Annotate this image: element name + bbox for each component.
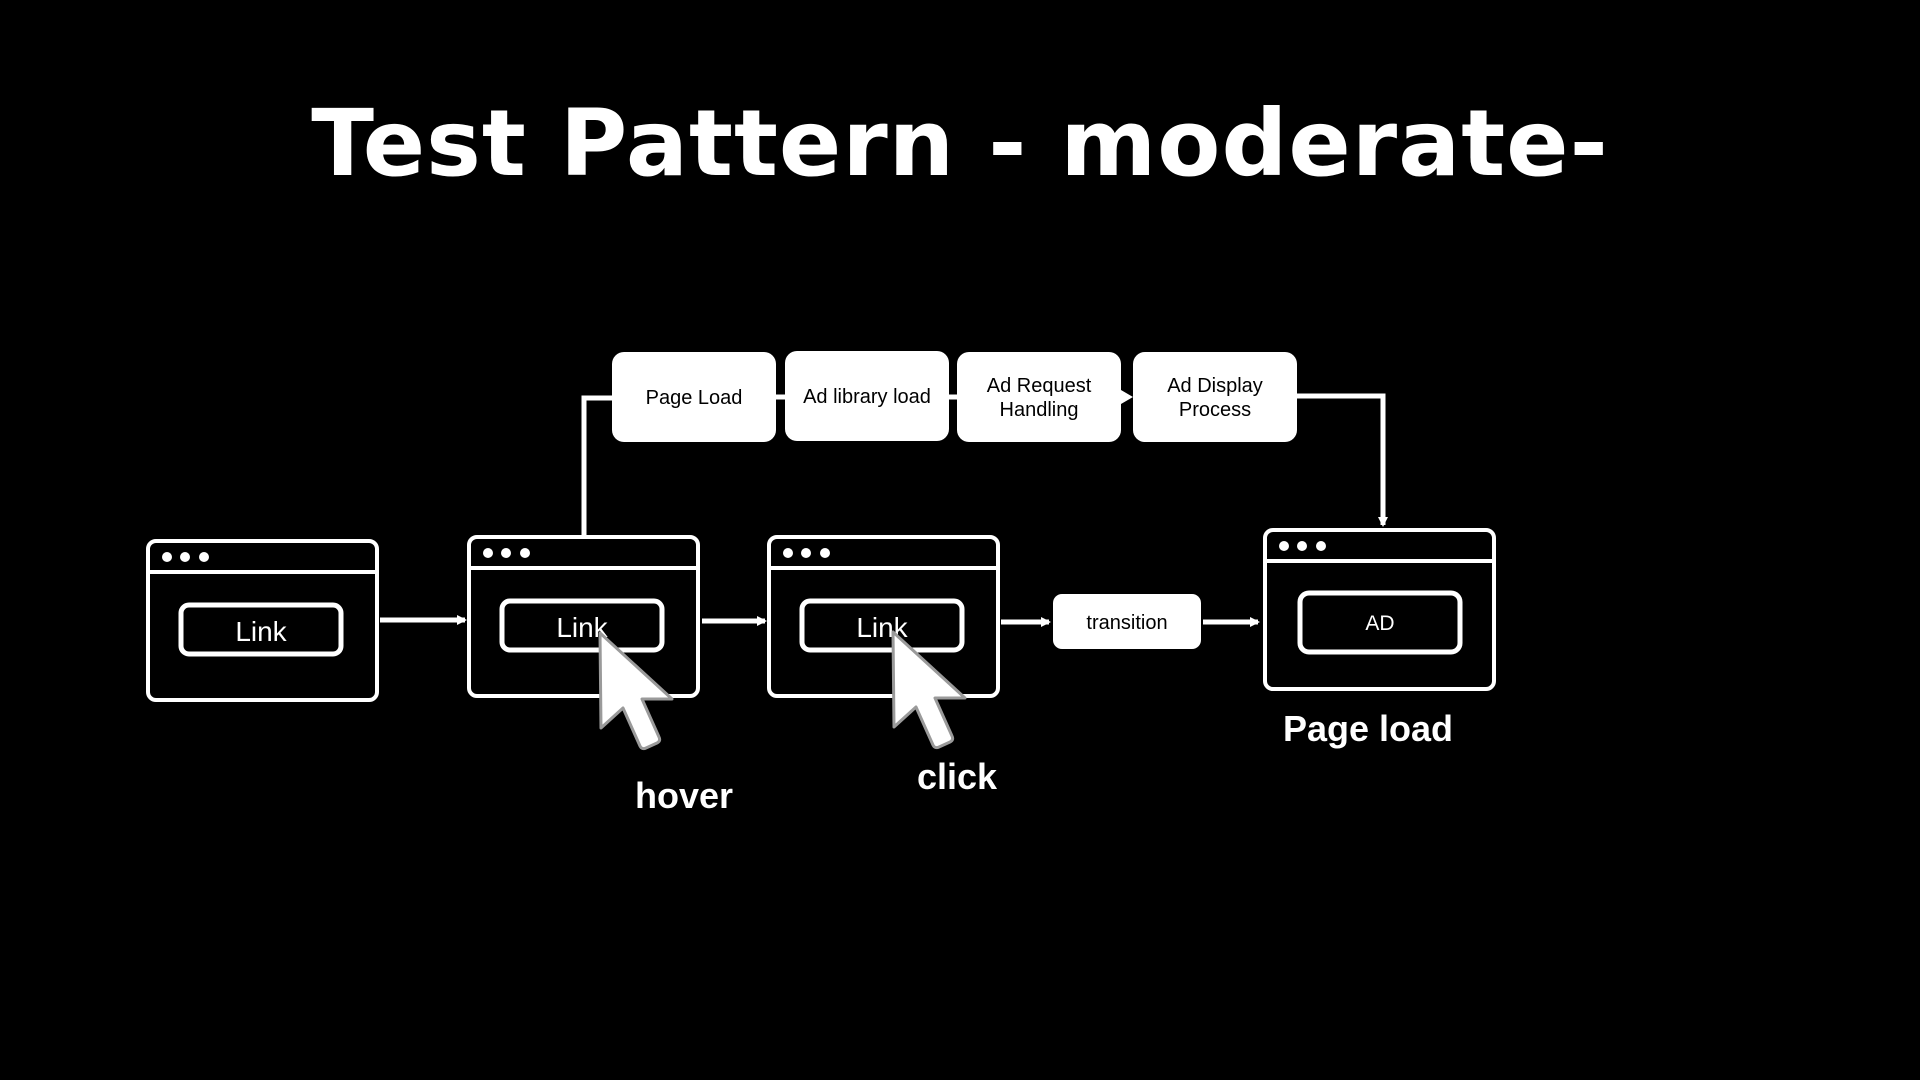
- process-step-label: Ad Request: [987, 375, 1092, 397]
- link-button: [499, 598, 665, 653]
- window-dot-icon: [801, 548, 811, 558]
- transition-label: transition: [1086, 612, 1167, 634]
- window-dot-icon: [1316, 541, 1326, 551]
- browser-window-4: AD: [1263, 528, 1496, 691]
- process-step-ad-library-load: Ad library load: [785, 351, 949, 441]
- branch-connector: [581, 395, 612, 536]
- process-step-label: Handling: [1000, 399, 1079, 421]
- browser-window-icon: [1263, 528, 1496, 691]
- click-caption: click: [917, 756, 998, 797]
- process-step-page-load: Page Load: [612, 352, 776, 442]
- window-dot-icon: [162, 552, 172, 562]
- browser-window-icon: [467, 535, 700, 698]
- browser-window-2: Link: [467, 535, 700, 698]
- mouse-pointer-icon: [598, 631, 674, 751]
- window-dot-icon: [501, 548, 511, 558]
- process-step-ad-request-handling: Ad Request Handling: [957, 352, 1121, 442]
- process-step-label: Process: [1179, 399, 1251, 421]
- link-button-label: Link: [235, 616, 287, 647]
- window-dot-icon: [483, 548, 493, 558]
- window-dot-icon: [783, 548, 793, 558]
- process-step-label: Ad library load: [803, 386, 931, 408]
- window-dot-icon: [820, 548, 830, 558]
- link-button: [178, 602, 344, 657]
- window-dot-icon: [1297, 541, 1307, 551]
- browser-window-icon: [767, 535, 1000, 698]
- process-step-label: Page Load: [646, 387, 743, 409]
- ad-slot-label: AD: [1365, 612, 1394, 635]
- window-dot-icon: [520, 548, 530, 558]
- page-load-caption: Page load: [1283, 708, 1453, 749]
- hover-caption: hover: [635, 775, 733, 816]
- process-step-label: Ad Display: [1167, 375, 1263, 397]
- transition-box: transition: [1053, 594, 1201, 649]
- window-dot-icon: [180, 552, 190, 562]
- browser-window-1: Link: [146, 539, 379, 702]
- browser-window-3: Link: [767, 535, 1000, 698]
- slide-title: Test Pattern - moderate-: [311, 90, 1609, 197]
- process-step-ad-display-process: Ad Display Process: [1133, 352, 1297, 442]
- link-button: [799, 598, 965, 653]
- browser-window-icon: [146, 539, 379, 702]
- window-dot-icon: [1279, 541, 1289, 551]
- ad-slot: [1297, 590, 1463, 655]
- window-dot-icon: [199, 552, 209, 562]
- mouse-pointer-icon: [891, 630, 967, 750]
- display-to-page-connector: [1297, 393, 1388, 527]
- connector-arrow-icon: [1121, 390, 1133, 404]
